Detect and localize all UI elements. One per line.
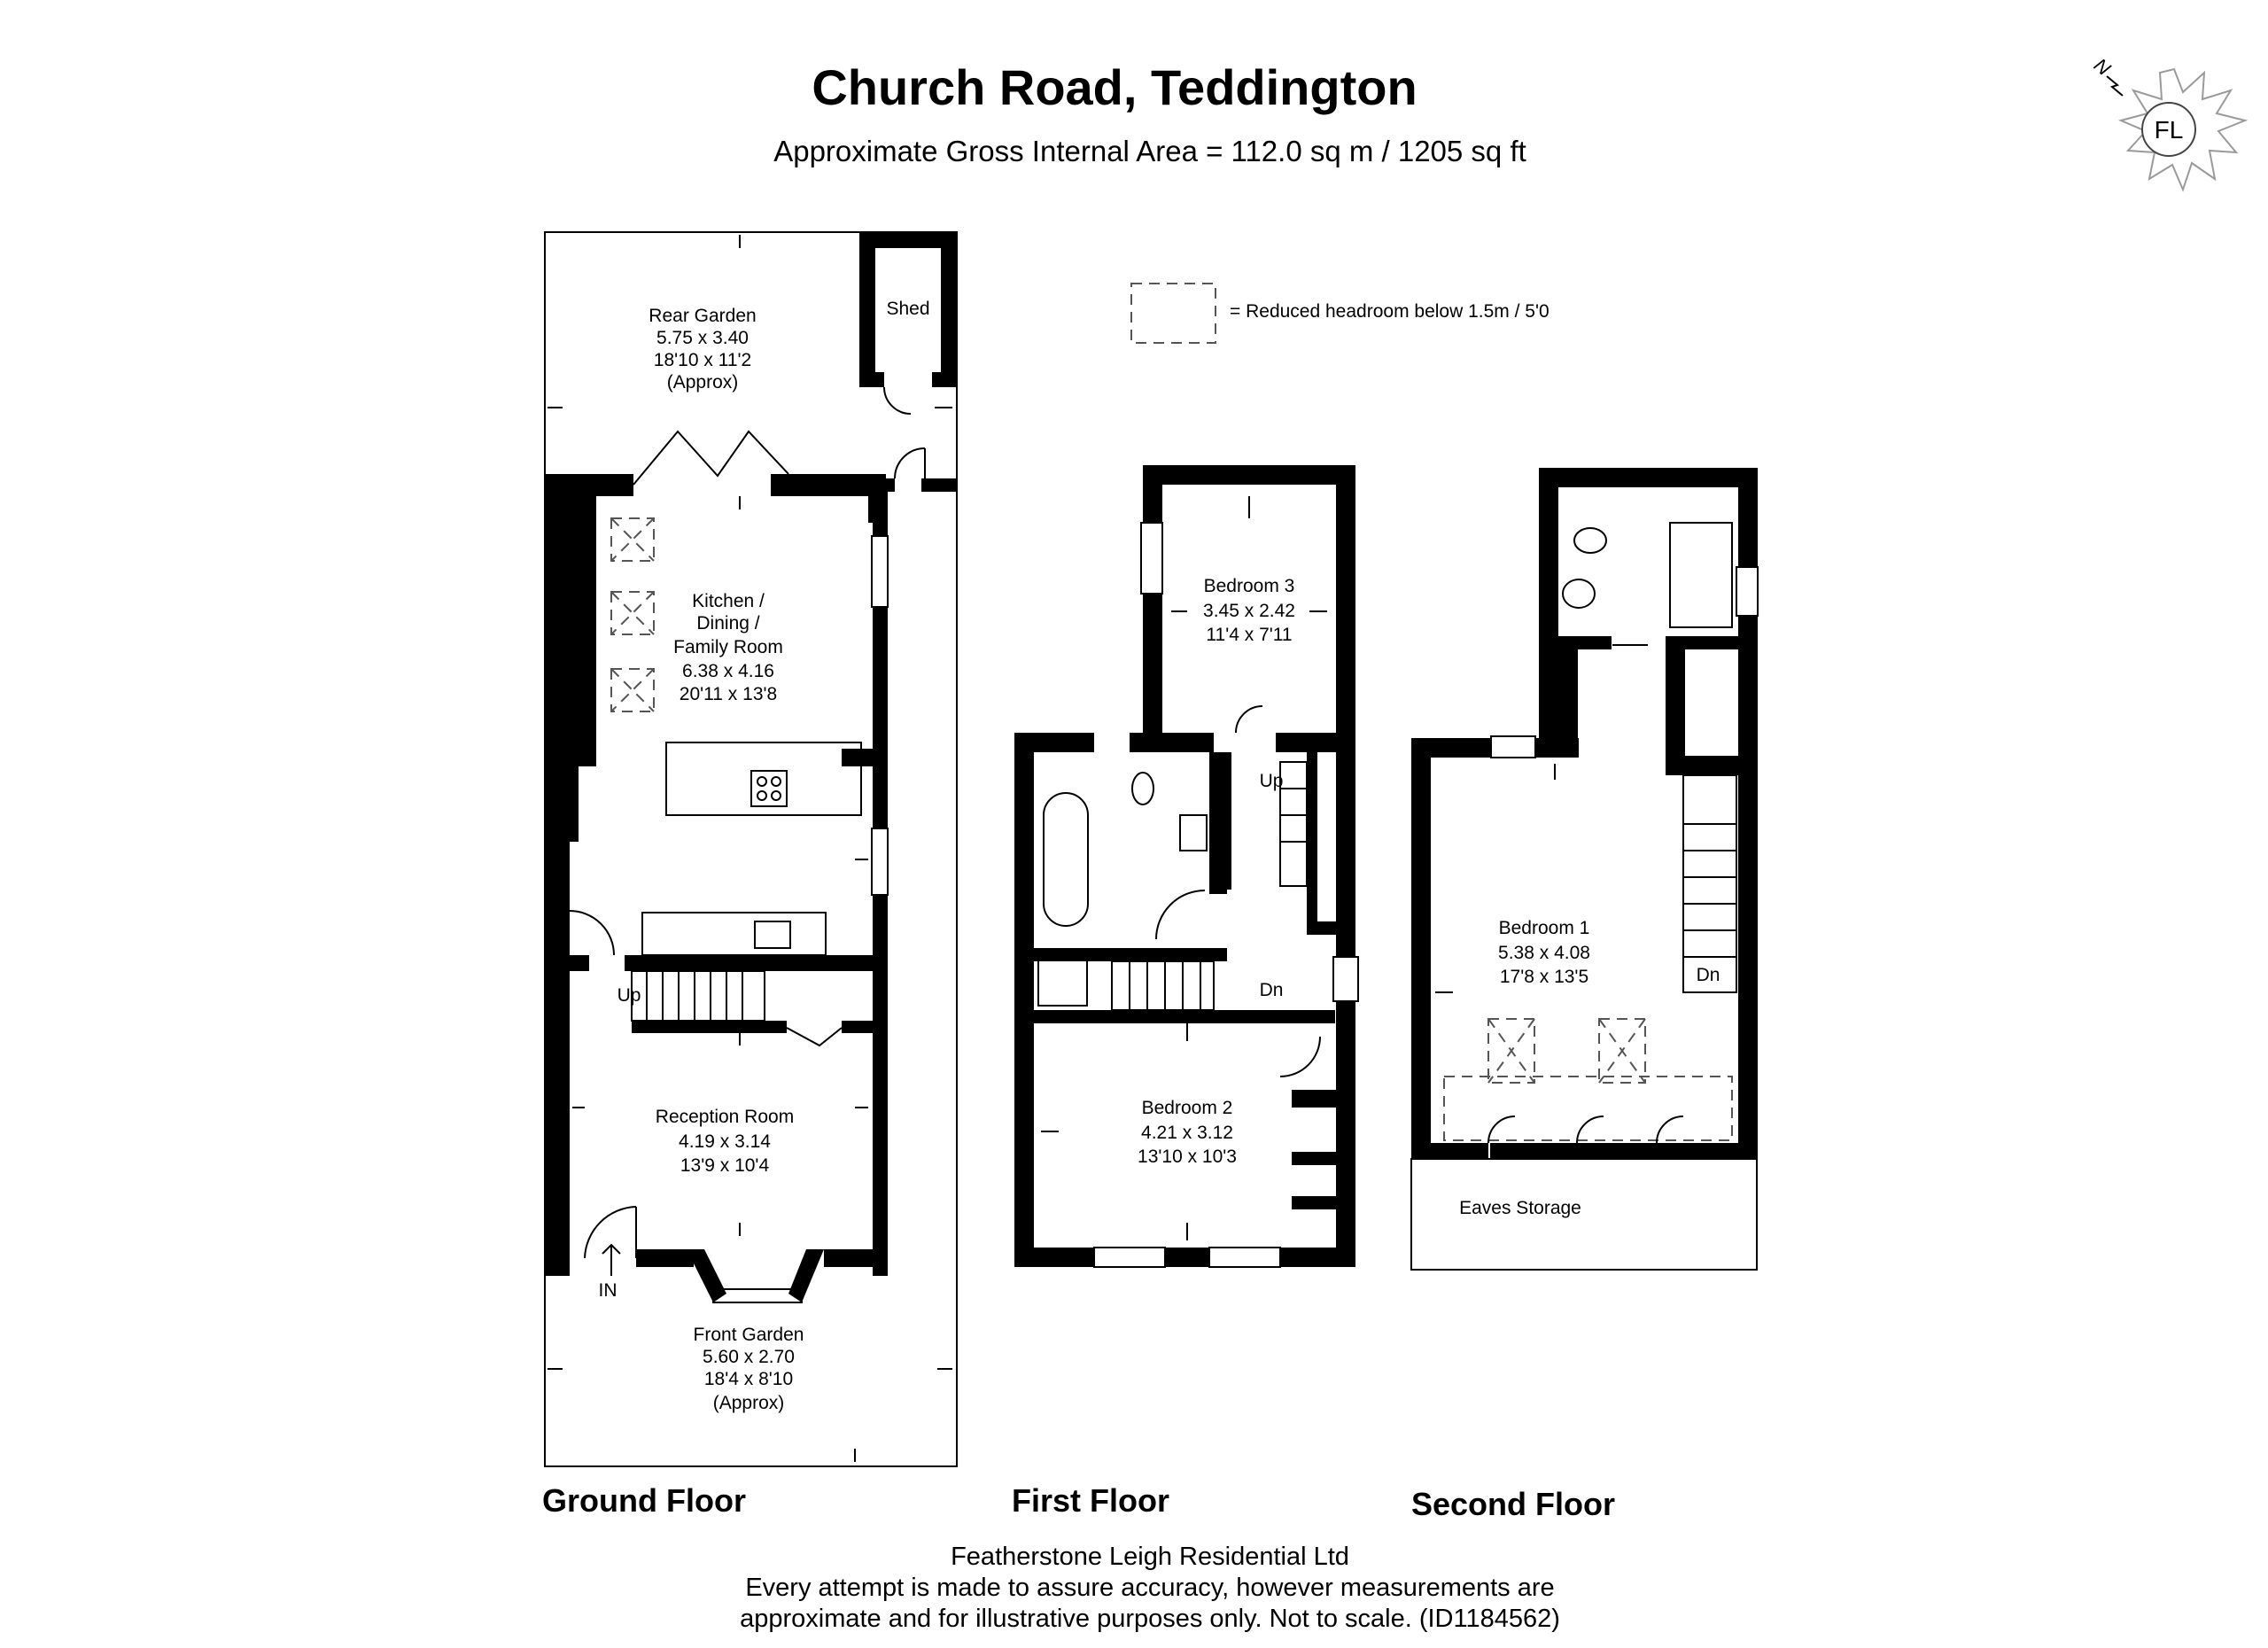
reduced-headroom-swatch — [1130, 283, 1216, 344]
bedroom1-imperial: 17'8 x 13'5 — [1500, 967, 1588, 987]
bedroom2-metric: 4.21 x 3.12 — [1141, 1123, 1233, 1143]
entrance-label: IN — [599, 1280, 617, 1301]
first-stairs-down-label: Dn — [1260, 980, 1284, 1000]
rear-garden-approx: (Approx) — [667, 372, 739, 393]
front-garden-approx: (Approx) — [713, 1393, 785, 1413]
footer-disclaimer-1: Every attempt is made to assure accuracy… — [745, 1574, 1554, 1602]
second-stairs-down-label: Dn — [1697, 965, 1720, 985]
bedroom3-name: Bedroom 3 — [1204, 576, 1295, 596]
logo-text: FL — [2155, 116, 2184, 144]
legend-text: = Reduced headroom below 1.5m / 5'0 — [1230, 301, 1550, 322]
ground-stairs-up-label: Up — [617, 985, 641, 1006]
shed-label: Shed — [886, 299, 929, 319]
kitchen-skylights — [610, 517, 655, 712]
first-floor-label: First Floor — [1012, 1482, 1169, 1519]
kitchen-name-1: Kitchen / — [692, 591, 765, 611]
second-floor-plan: Dn Eaves Storage Bedroom 1 5.38 x 4.08 1… — [1410, 468, 1759, 1522]
bedroom1-metric: 5.38 x 4.08 — [1498, 943, 1590, 963]
bedroom1-label: Bedroom 1 5.38 x 4.08 17'8 x 13'5 — [1498, 918, 1590, 987]
legend: = Reduced headroom below 1.5m / 5'0 — [1130, 283, 1550, 344]
kitchen-name-3: Family Room — [673, 637, 783, 657]
bedroom3-metric: 3.45 x 2.42 — [1203, 601, 1295, 621]
bedroom1-name: Bedroom 1 — [1499, 918, 1590, 938]
rear-garden-label: Rear Garden 5.75 x 3.40 18'10 x 11'2 (Ap… — [649, 306, 756, 393]
ground-floor-label: Ground Floor — [542, 1482, 746, 1519]
compass-logo-icon: FL N — [2090, 54, 2249, 192]
bedroom2-label: Bedroom 2 4.21 x 3.12 13'10 x 10'3 — [1138, 1098, 1237, 1167]
rear-garden-metric: 5.75 x 3.40 — [656, 328, 749, 348]
reception-label: Reception Room 4.19 x 3.14 13'9 x 10'4 — [656, 1107, 794, 1176]
first-floor-plan: Up Dn Bedroom 3 3.45 x 2.42 11'4 x 7'11 … — [1012, 465, 1359, 1519]
bedroom2-name: Bedroom 2 — [1142, 1098, 1233, 1118]
footer-company: Featherstone Leigh Residential Ltd — [951, 1543, 1349, 1571]
reception-imperial: 13'9 x 10'4 — [680, 1155, 770, 1176]
front-garden-metric: 5.60 x 2.70 — [703, 1347, 795, 1367]
page-title: Church Road, Teddington — [812, 59, 1417, 115]
kitchen-metric: 6.38 x 4.16 — [682, 661, 774, 681]
area-subtitle: Approximate Gross Internal Area = 112.0 … — [773, 135, 1526, 167]
bedroom2-imperial: 13'10 x 10'3 — [1138, 1147, 1237, 1167]
footer: Featherstone Leigh Residential Ltd Every… — [740, 1543, 1560, 1633]
kitchen-label: Kitchen / Dining / Family Room 6.38 x 4.… — [673, 591, 783, 704]
bedroom3-imperial: 11'4 x 7'11 — [1206, 625, 1292, 645]
reception-metric: 4.19 x 3.14 — [679, 1131, 771, 1152]
kitchen-imperial: 20'11 x 13'8 — [680, 684, 777, 704]
kitchen-name-2: Dining / — [696, 613, 759, 634]
second-floor-label: Second Floor — [1411, 1486, 1615, 1522]
rear-garden-name: Rear Garden — [649, 306, 756, 326]
front-garden-name: Front Garden — [694, 1325, 804, 1345]
eaves-storage-label: Eaves Storage — [1459, 1198, 1581, 1218]
footer-disclaimer-2: approximate and for illustrative purpose… — [740, 1605, 1560, 1633]
rear-garden-imperial: 18'10 x 11'2 — [654, 350, 751, 370]
north-label: N — [2090, 54, 2115, 80]
front-garden-label: Front Garden 5.60 x 2.70 18'4 x 8'10 (Ap… — [694, 1325, 804, 1413]
ground-floor-plan: Shed — [542, 231, 958, 1519]
bedroom3-label: Bedroom 3 3.45 x 2.42 11'4 x 7'11 — [1203, 576, 1295, 645]
first-stairs-up-label: Up — [1260, 771, 1284, 791]
reception-name: Reception Room — [656, 1107, 794, 1127]
front-garden-imperial: 18'4 x 8'10 — [704, 1369, 793, 1389]
